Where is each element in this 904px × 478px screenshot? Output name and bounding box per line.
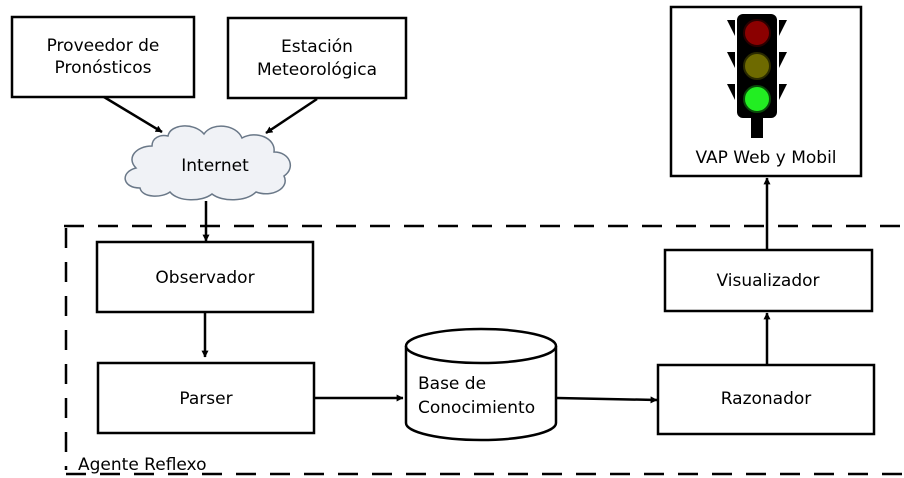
vap-label: VAP Web y Mobil	[695, 148, 836, 168]
razonador-label: Razonador	[721, 389, 812, 409]
razonador-node: Razonador	[656, 363, 876, 436]
agent-label: Agente Reflexo	[78, 455, 207, 475]
observador-label: Observador	[155, 268, 254, 288]
knowledge-base-label-line2: Conocimiento	[418, 398, 535, 418]
parser-node: Parser	[96, 361, 316, 435]
edge-base-razonador	[556, 396, 658, 404]
knowledge-base-label-line1: Base de	[418, 374, 486, 394]
edges	[103, 95, 771, 404]
proveedor-label-line2: Pronósticos	[55, 58, 152, 78]
edge-proveedor-internet	[103, 95, 163, 134]
visualizador-label: Visualizador	[717, 271, 820, 291]
edge-estacion-internet	[265, 97, 318, 135]
internet-cloud: Internet	[124, 125, 292, 201]
traffic-light-icon	[727, 14, 787, 138]
vap-node: VAP Web y Mobil	[669, 5, 863, 178]
estacion-label-line1: Estación	[281, 37, 353, 57]
observador-node: Observador	[95, 240, 315, 314]
traffic-light-green	[743, 85, 771, 113]
estacion-label-line2: Meteorológica	[257, 60, 377, 80]
traffic-light-red	[743, 19, 771, 47]
proveedor-node: Proveedor de Pronósticos	[10, 15, 196, 99]
knowledge-base-node: Base de Conocimiento	[404, 327, 558, 442]
internet-label: Internet	[181, 156, 249, 176]
traffic-light-yellow	[743, 52, 771, 80]
proveedor-label-line1: Proveedor de	[47, 36, 160, 56]
agent-boundary	[64, 224, 904, 476]
visualizador-node: Visualizador	[663, 248, 874, 313]
parser-label: Parser	[179, 389, 232, 409]
estacion-node: Estación Meteorológica	[226, 16, 408, 100]
